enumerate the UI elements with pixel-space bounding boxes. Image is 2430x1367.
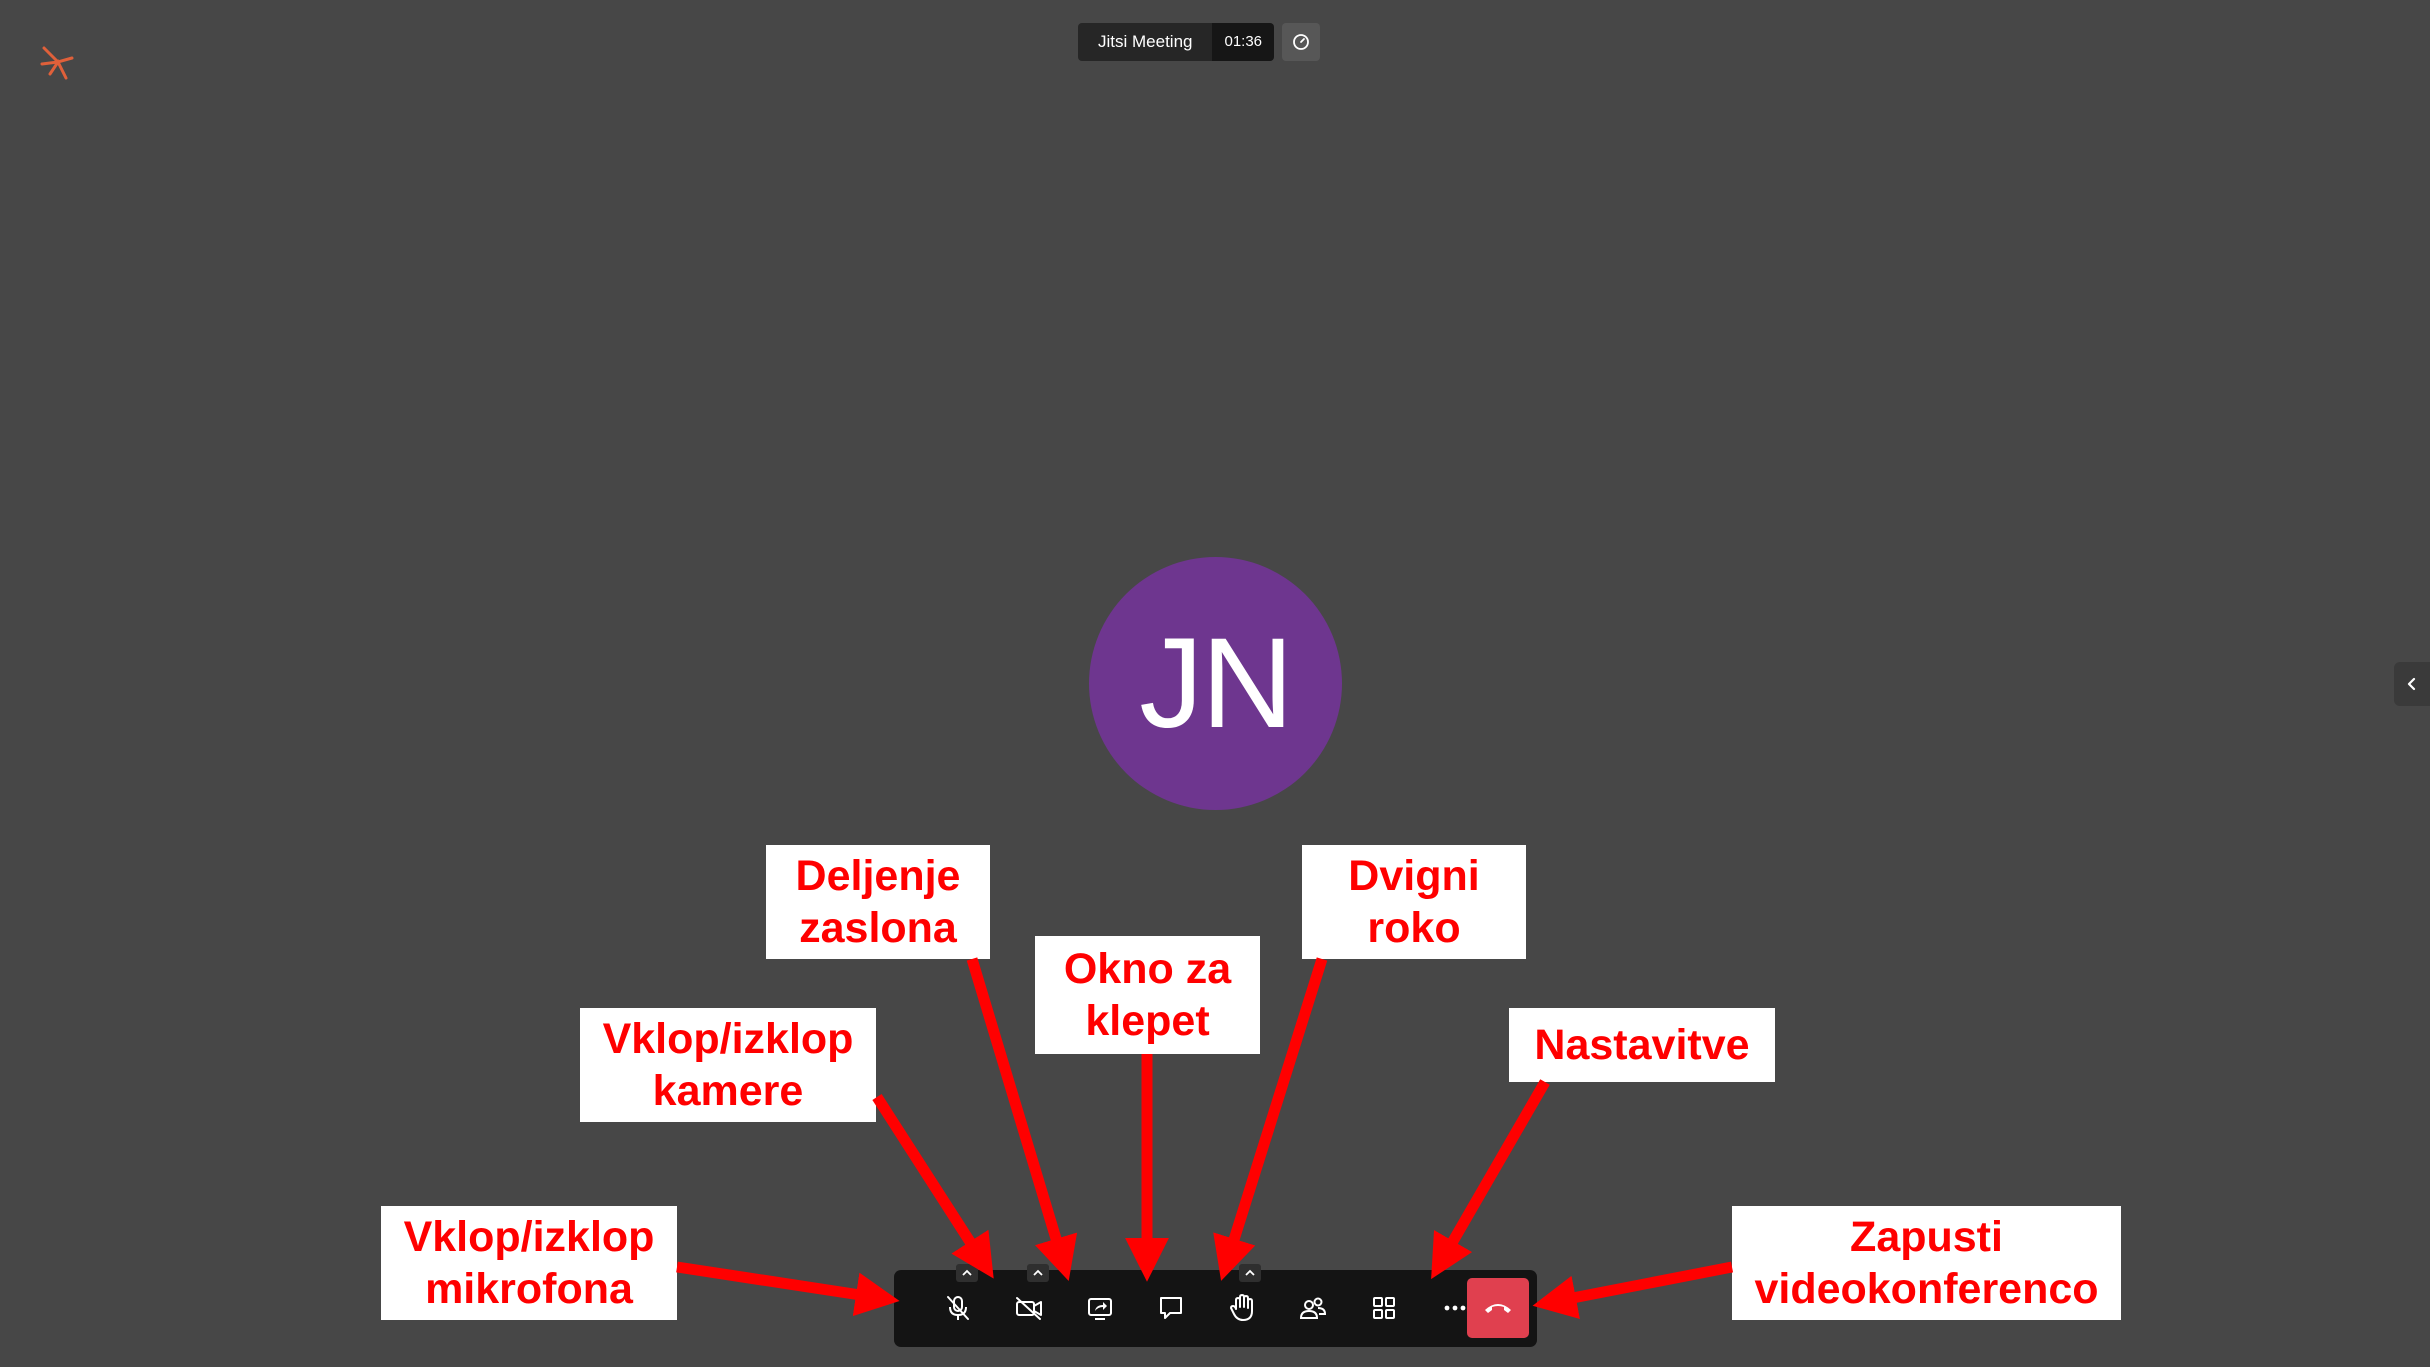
chevron-up-icon [1245,1269,1255,1276]
annotation-screen-line2: zaslona [799,904,957,952]
screen-share-icon [1088,1298,1112,1320]
annotation-settings-line1: Nastavitve [1534,1021,1750,1069]
subject-bar: Jitsi Meeting 01:36 [1078,23,1321,61]
grid-icon [1373,1297,1395,1319]
tile-view-button[interactable] [1358,1282,1410,1334]
participant-avatar: JN [1089,557,1342,810]
annotation-mic-line2: mikrofona [425,1265,633,1313]
chat-button[interactable] [1145,1282,1197,1334]
annotation-camera: Vklop/izklop kamere [580,1008,876,1122]
chevron-up-icon [1033,1269,1043,1276]
camera-toggle-button[interactable] [1003,1282,1055,1334]
participants-icon [1299,1297,1327,1319]
camera-options-caret[interactable] [1027,1264,1049,1282]
arrow-mic [676,1261,900,1317]
annotation-hand-line1: Dvigni [1348,852,1480,900]
chat-icon [1160,1297,1182,1319]
arrow-camera [872,1094,994,1279]
annotation-screen-share: Deljenje zaslona [766,845,990,959]
screen-share-button[interactable] [1074,1282,1126,1334]
meeting-timer: 01:36 [1212,23,1275,61]
annotation-screen-line1: Deljenje [795,852,961,900]
filmstrip-toggle-button[interactable] [2394,662,2430,706]
annotation-chat: Okno za klepet [1035,936,1260,1054]
annotation-leave-line1: Zapusti [1850,1213,2003,1261]
ellipsis-icon [1444,1305,1466,1311]
annotation-camera-line2: kamere [652,1067,804,1115]
more-settings-button[interactable] [1429,1282,1481,1334]
microphone-toggle-button[interactable] [932,1282,984,1334]
participants-button[interactable] [1287,1282,1339,1334]
annotation-leave: Zapusti videokonferenco [1732,1206,2121,1320]
arrow-leave [1532,1261,1734,1319]
hand-icon [1230,1294,1253,1321]
participant-initials: JN [1139,612,1293,755]
chevron-up-icon [962,1269,972,1276]
meeting-toolbar [894,1264,1537,1347]
camera-off-icon [1016,1297,1042,1320]
raise-hand-button[interactable] [1216,1282,1268,1334]
reactions-options-caret[interactable] [1239,1264,1261,1282]
meeting-subject: Jitsi Meeting [1078,23,1213,61]
annotation-mic-line1: Vklop/izklop [403,1213,655,1261]
connection-indicator-icon[interactable] [1282,23,1321,61]
annotation-settings: Nastavitve [1509,1008,1775,1082]
leave-meeting-button[interactable] [1467,1278,1529,1338]
annotation-chat-line2: klepet [1085,997,1210,1045]
annotation-chat-line1: Okno za [1063,945,1232,993]
annotation-camera-line1: Vklop/izklop [602,1015,854,1063]
arrow-settings [1431,1079,1550,1280]
hangup-icon [1485,1304,1511,1313]
mic-options-caret[interactable] [956,1264,978,1282]
chevron-left-icon [2407,677,2416,691]
mic-off-icon [947,1296,969,1320]
annotation-hand-line2: roko [1367,904,1461,952]
annotation-mic: Vklop/izklop mikrofona [381,1206,677,1320]
annotation-raise-hand: Dvigni roko [1302,845,1526,959]
annotation-leave-line2: videokonferenco [1754,1265,2099,1313]
jitsi-logo-icon [36,40,80,84]
